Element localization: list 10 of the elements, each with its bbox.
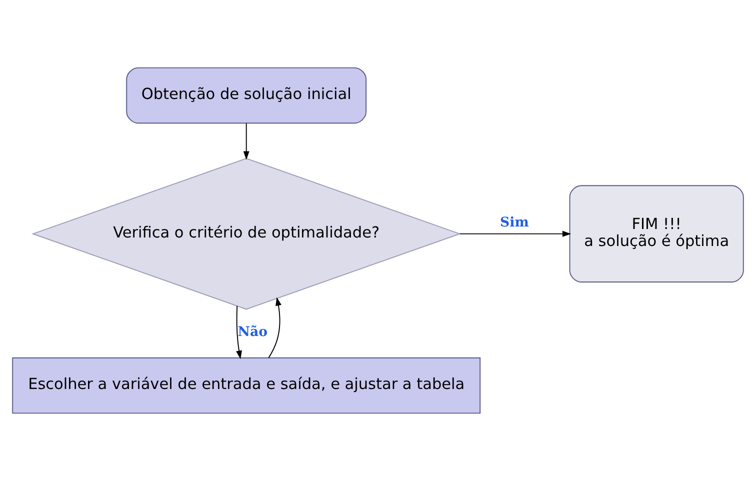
edge-label: Não: [238, 324, 268, 340]
arrow: [268, 296, 282, 358]
arrow: [459, 230, 572, 236]
node-box: Escolher a variável de entrada e saída, e ajustar a tabela: [12, 356, 481, 414]
edge-label: Sim: [500, 214, 529, 230]
arrow: [236, 305, 242, 359]
node-diamond: Verifica o critério de optimalidade?: [32, 157, 462, 310]
node-box: FIM !!! a solução é óptima: [569, 184, 744, 282]
node-box: Obtenção de solução inicial: [126, 66, 367, 124]
arrow: [243, 122, 250, 160]
